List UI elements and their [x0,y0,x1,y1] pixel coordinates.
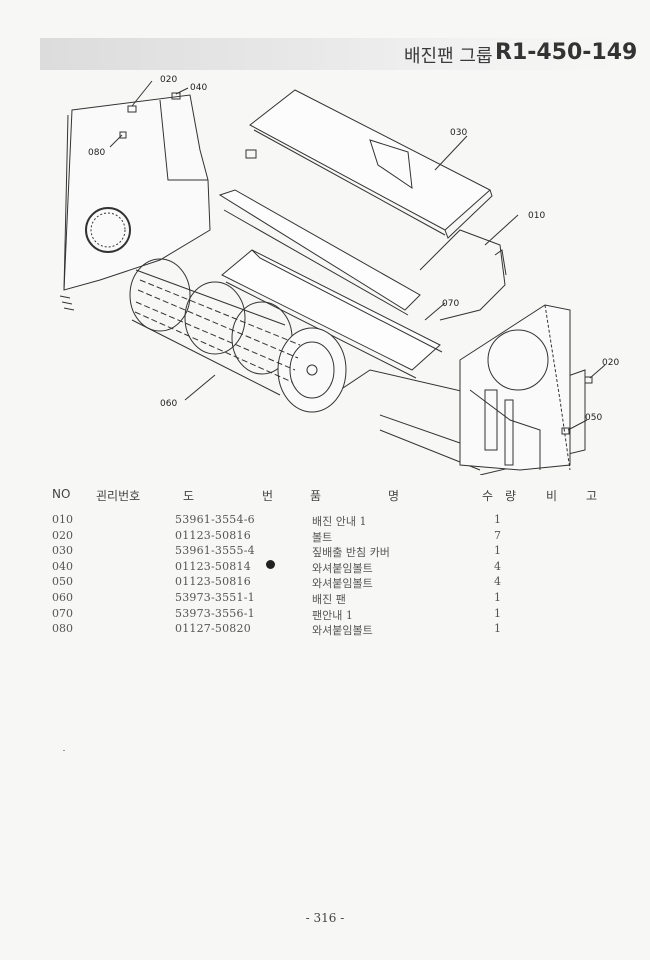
callout-040: 040 [190,83,207,93]
row-quantity: 4 [494,575,501,589]
header-remarks-2: 고 [586,489,598,503]
row-quantity: 1 [494,513,501,526]
row-part-number: 53973-3556-1 [175,606,255,620]
row-part-name: 팬안내 1 [312,608,353,622]
scan-speck [63,750,65,751]
header-item-2: 명 [388,489,400,503]
row-no: 080 [52,622,73,636]
callout-010: 010 [528,211,545,221]
row-no: 010 [52,513,73,526]
parts-table-body: 010 53961-3554-6 배진 안내 1 1 020 01123-508… [0,513,650,638]
table-row: 030 53961-3555-4 짚배출 반침 카버 1 [0,544,650,560]
callout-070: 070 [442,299,459,309]
row-quantity: 1 [494,590,501,604]
row-part-name: 와셔붙임볼트 [312,561,373,575]
table-row: 050 01123-50816 와셔붙임볼트 4 [0,575,650,591]
row-quantity: 1 [494,544,501,558]
table-row: 070 53973-3556-1 팬안내 1 1 [0,607,650,623]
header-remarks-1: 비 [546,489,558,503]
exploded-parts-diagram: 020 040 080 030 010 070 020 060 050 [59,75,619,475]
row-part-name: 배진 팬 [312,592,346,606]
parts-table-header: NO 괸리번호 도 번 품 명 수 량 비 고 [0,487,650,505]
row-part-name: 짚배출 반침 카버 [312,546,390,560]
row-part-number: 53961-3555-4 [175,544,255,558]
row-quantity: 7 [494,528,501,542]
row-no: 030 [52,544,73,558]
page-title: 배진팬 그룹 [404,46,493,67]
row-part-name: 와셔붙임볼트 [312,577,373,591]
row-part-number: 01123-50816 [175,528,251,542]
table-row: 010 53961-3554-6 배진 안내 1 1 [0,513,650,529]
header-drawing-1: 도 [183,489,195,503]
row-part-name: 볼트 [312,530,333,544]
callout-050: 050 [585,413,602,423]
callout-020-top: 020 [160,75,177,85]
row-part-number: 01123-50814 [175,559,251,573]
row-part-number: 53973-3551-1 [175,590,255,604]
row-part-number: 01123-50816 [175,575,251,589]
header-band [40,38,622,70]
header-item-1: 품 [310,489,322,503]
row-quantity: 1 [494,606,501,620]
header-drawing-2: 번 [262,489,274,503]
row-quantity: 1 [494,622,501,636]
header-control-number: 괸리번호 [96,489,141,503]
header-qty-1: 수 [482,489,494,503]
callout-030: 030 [450,128,467,138]
table-row: 020 01123-50816 볼트 7 [0,529,650,545]
callout-020-right: 020 [602,358,619,368]
page-number: - 316 - [305,911,345,925]
row-part-number: 53961-3554-6 [175,513,255,526]
table-row: 040 01123-50814 와셔붙임볼트 4 [0,560,650,576]
row-part-name: 와셔붙임볼트 [312,624,373,638]
row-quantity: 4 [494,559,501,573]
header-qty-2: 량 [505,489,517,503]
callout-080: 080 [88,148,105,158]
row-no: 020 [52,528,73,542]
callout-060: 060 [160,399,177,409]
row-no: 040 [52,559,73,573]
table-row: 060 53973-3551-1 배진 팬 1 [0,591,650,607]
row-part-name: 배진 안내 1 [312,515,367,528]
row-part-number: 01127-50820 [175,622,251,636]
table-row: 080 01127-50820 와셔붙임볼트 1 [0,622,650,638]
bullet-mark [266,560,275,569]
header-no: NO [52,487,71,501]
row-no: 070 [52,606,73,620]
row-no: 060 [52,590,73,604]
row-no: 050 [52,575,73,589]
group-code: R1-450-149 [495,40,638,65]
